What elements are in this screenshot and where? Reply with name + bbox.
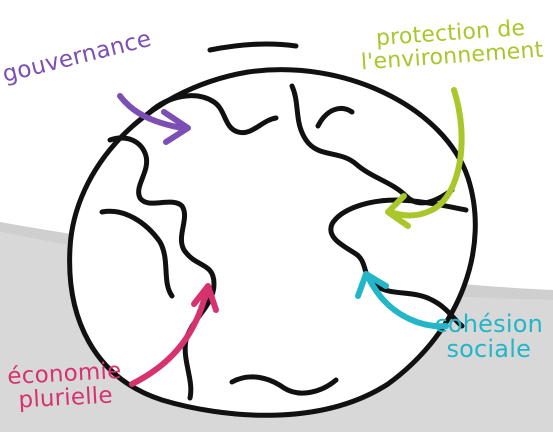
continent-right-inlet <box>315 106 355 129</box>
continent-top <box>147 93 279 136</box>
globe-top-arc <box>207 41 299 53</box>
cohesion-line-2: sociale <box>446 335 532 364</box>
gouvernance-arrowhead <box>161 109 191 145</box>
globe-outline <box>67 67 478 418</box>
continent-middle <box>99 208 175 299</box>
label-cohesion: cohésion sociale <box>434 310 543 364</box>
continent-bottom <box>229 374 339 396</box>
cohesion-arrow <box>365 273 449 330</box>
protection-arrowhead <box>385 193 411 229</box>
gouvernance-arrow <box>117 93 185 131</box>
cohesion-arrowhead <box>355 271 389 299</box>
economie-line-2: plurielle <box>17 382 114 414</box>
label-economie: économie plurielle <box>7 358 123 414</box>
protection-arrow <box>387 87 465 219</box>
economie-arrowhead <box>191 283 219 313</box>
cohesion-line-1: cohésion <box>434 310 543 338</box>
